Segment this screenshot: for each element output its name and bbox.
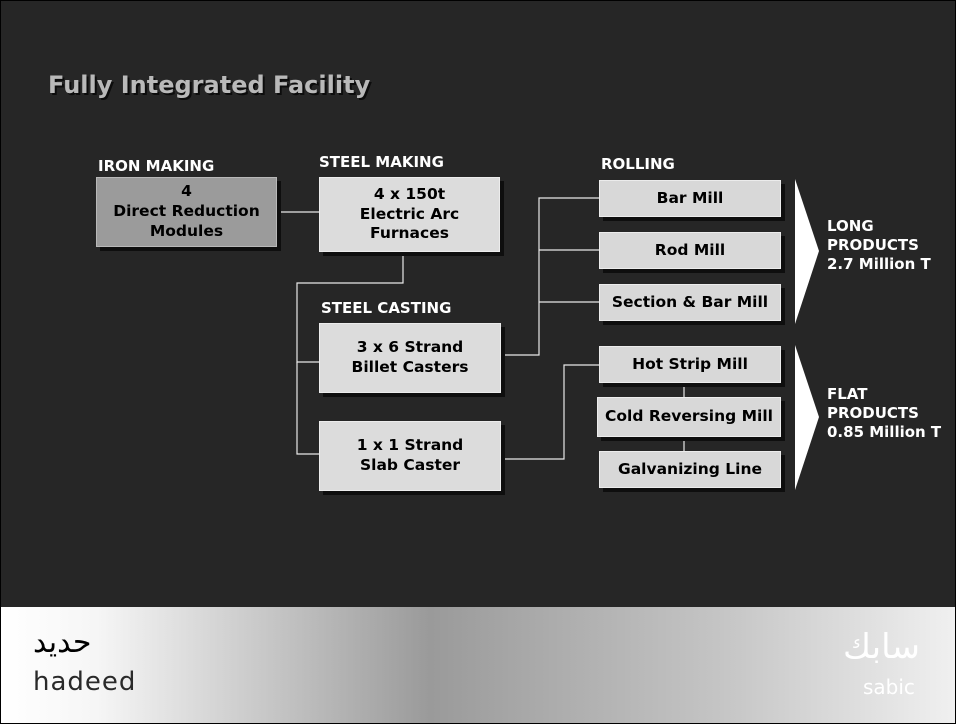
- box-direct-reduction-modules: 4 Direct Reduction Modules: [96, 177, 277, 247]
- section-label-steel-making: STEEL MAKING: [319, 153, 444, 171]
- flat-products-label: FLAT PRODUCTS 0.85 Million T: [827, 385, 942, 441]
- connector-steel-slab: [296, 362, 319, 455]
- box-hot-strip-mill: Hot Strip Mill: [599, 346, 781, 383]
- section-label-steel-casting: STEEL CASTING: [321, 299, 452, 317]
- connector-lines: [277, 179, 819, 490]
- long-products-label: LONG PRODUCTS 2.7 Million T: [827, 217, 931, 273]
- box-section-bar-mill: Section & Bar Mill: [599, 284, 781, 321]
- footer-band: حديد hadeed سابك sabic: [1, 607, 955, 723]
- box-billet-casters: 3 x 6 Strand Billet Casters: [319, 323, 501, 393]
- box-slab-caster: 1 x 1 Strand Slab Caster: [319, 421, 501, 491]
- slide-title: Fully Integrated Facility: [48, 71, 371, 99]
- long-products-arrow: [795, 179, 819, 324]
- connector-slab-hot-strip: [501, 364, 599, 460]
- box-cold-reversing-mill: Cold Reversing Mill: [597, 397, 781, 437]
- connector-steel-billet: [296, 252, 404, 363]
- sabic-logo-arabic: سابك: [843, 627, 920, 667]
- section-label-iron-making: IRON MAKING: [98, 157, 215, 175]
- box-galvanizing-line: Galvanizing Line: [599, 451, 781, 488]
- section-label-rolling: ROLLING: [601, 155, 675, 173]
- flat-products-arrow: [795, 345, 819, 490]
- box-rod-mill: Rod Mill: [599, 232, 781, 269]
- sabic-logo-latin: sabic: [863, 675, 915, 699]
- hadeed-logo-latin: hadeed: [33, 667, 137, 697]
- connector-billet-bar-mill: [501, 197, 599, 356]
- box-bar-mill: Bar Mill: [599, 180, 781, 217]
- hadeed-logo-arabic: حديد: [33, 625, 92, 660]
- box-electric-arc-furnaces: 4 x 150t Electric Arc Furnaces: [319, 177, 500, 252]
